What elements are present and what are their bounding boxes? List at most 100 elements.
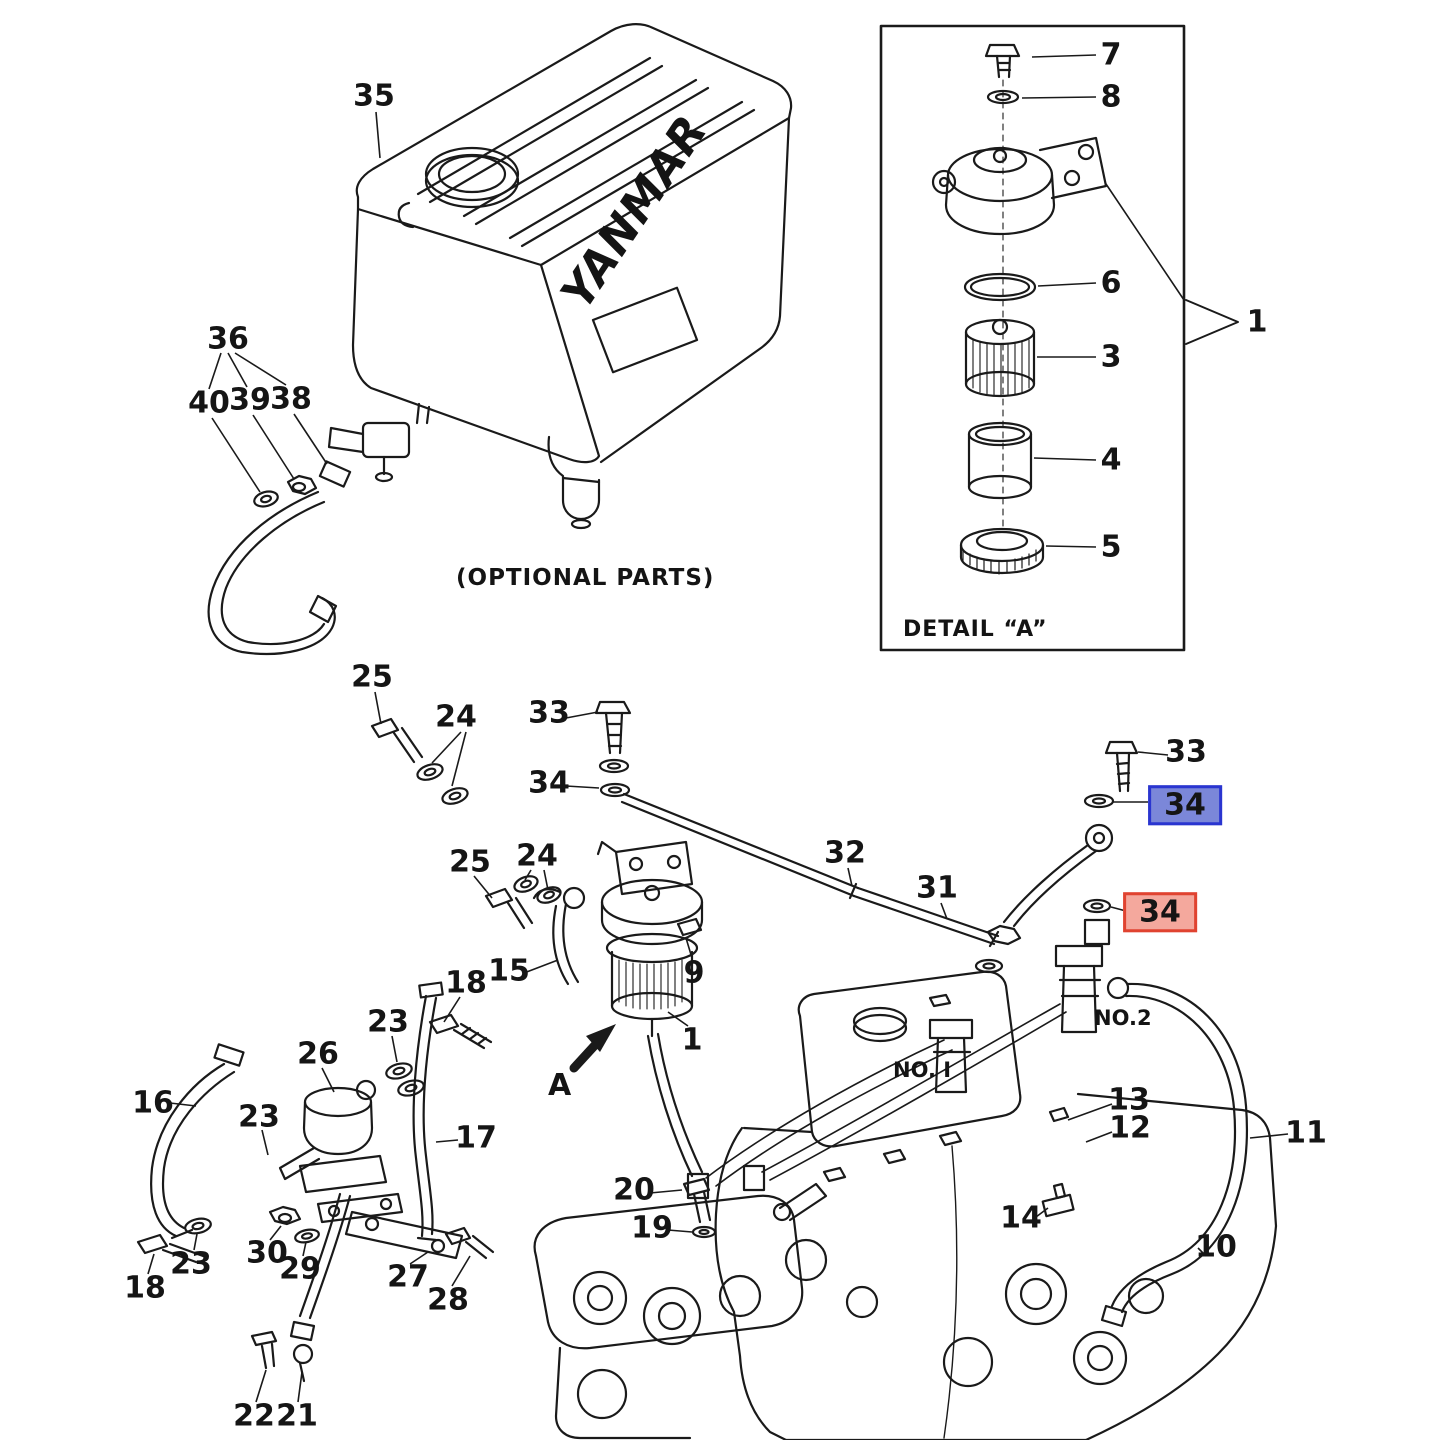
leader-line	[169, 1102, 197, 1107]
part-number-label: 35	[353, 78, 395, 114]
part-number-label: 8	[1100, 79, 1122, 115]
leader-line	[685, 937, 693, 959]
detail-a-box-drawing	[879, 24, 1239, 652]
highlighted-part-number-blue: 34	[1148, 785, 1222, 825]
part-number-label: 10	[1195, 1229, 1237, 1265]
leader-line	[524, 869, 532, 881]
leader-line	[375, 111, 381, 159]
leader-line	[667, 1229, 693, 1233]
leader-line	[523, 959, 559, 974]
part-number-label: 12	[1109, 1110, 1151, 1146]
leader-line	[208, 352, 222, 390]
part-number-label: 40	[188, 385, 230, 421]
part-number-label: 34	[528, 765, 570, 801]
leader-line	[1033, 457, 1097, 461]
part-number-label: 30	[246, 1235, 288, 1271]
leader-line	[193, 1233, 198, 1251]
leader-line	[1137, 751, 1169, 756]
leader-line	[293, 413, 328, 465]
leader-line	[431, 731, 462, 764]
part-number-label: 38	[270, 381, 312, 417]
leader-line	[261, 1129, 269, 1156]
leader-line	[297, 1371, 303, 1403]
part-number-label: 23	[238, 1099, 280, 1135]
leader-line	[847, 867, 853, 887]
leader-line	[321, 1067, 335, 1093]
leader-line	[1021, 96, 1097, 99]
leader-line	[302, 1241, 307, 1257]
part-number-label: 23	[170, 1246, 212, 1282]
part-number-label: 18	[445, 965, 487, 1001]
part-number-label: 28	[427, 1282, 469, 1318]
leader-line	[667, 1011, 689, 1027]
injector-no1-label: NO. I	[893, 1058, 952, 1082]
leader-line	[543, 869, 549, 891]
leader-line	[443, 996, 461, 1023]
leader-line	[1067, 1103, 1113, 1121]
leader-line	[473, 875, 493, 899]
leader-line	[940, 902, 948, 920]
leader-line	[374, 691, 382, 725]
leader-line	[1035, 1207, 1049, 1218]
leader-line	[211, 417, 261, 493]
tank-hose-drawing	[207, 460, 352, 655]
part-number-label: 5	[1100, 529, 1122, 565]
leader-line	[227, 352, 248, 388]
part-number-label: 19	[631, 1210, 673, 1246]
part-number-label: 9	[683, 955, 705, 991]
leader-line	[391, 1035, 398, 1063]
leader-line	[1037, 282, 1097, 287]
leader-line	[234, 352, 287, 386]
leader-line	[565, 711, 599, 719]
part-number-label: 21	[276, 1398, 318, 1434]
injector-no2-label: NO.2	[1094, 1006, 1152, 1030]
part-number-label: 20	[613, 1172, 655, 1208]
leader-line	[147, 1253, 155, 1275]
part-number-label: 14	[1000, 1200, 1042, 1236]
part-number-label: 22	[233, 1398, 275, 1434]
part-number-label: 6	[1100, 265, 1122, 301]
part-number-label: 18	[124, 1270, 166, 1306]
leader-line	[1249, 1133, 1289, 1139]
leader-line	[565, 785, 600, 789]
leader-line	[451, 1255, 471, 1287]
part-number-label: 1	[1246, 304, 1268, 340]
part-number-label: 27	[387, 1259, 429, 1295]
detail-a-title: DETAIL “A”	[903, 617, 1048, 642]
leader-line	[1085, 1131, 1113, 1143]
part-number-label: 39	[229, 382, 271, 418]
leader-line	[1197, 1247, 1207, 1257]
part-number-label: 13	[1108, 1082, 1150, 1118]
part-number-label: 29	[279, 1251, 321, 1287]
highlighted-part-number-red: 34	[1123, 892, 1197, 932]
main-assembly-drawing	[136, 700, 1278, 1440]
leader-line	[649, 1189, 683, 1194]
part-number-label: 16	[132, 1085, 174, 1121]
part-number-label: 11	[1285, 1115, 1327, 1151]
leader-line	[409, 1251, 429, 1265]
part-number-label: 23	[367, 1004, 409, 1040]
part-number-label: 24	[516, 838, 558, 874]
part-number-label: 36	[207, 321, 249, 357]
leader-line	[269, 1225, 282, 1241]
part-number-label: 33	[528, 695, 570, 731]
leader-line	[451, 731, 467, 787]
optional-parts-caption: (OPTIONAL PARTS)	[456, 565, 715, 591]
part-number-label: 17	[455, 1120, 497, 1156]
part-number-label: 33	[1165, 734, 1207, 770]
part-number-label: 1	[681, 1022, 703, 1058]
part-number-label: 4	[1100, 442, 1122, 478]
part-number-label: 32	[824, 835, 866, 871]
leader-line	[1031, 54, 1097, 58]
part-number-label: 31	[916, 870, 958, 906]
part-number-label: 26	[297, 1036, 339, 1072]
part-number-label: 25	[351, 659, 393, 695]
part-number-label: 25	[449, 844, 491, 880]
view-arrow-label: A	[548, 1068, 572, 1103]
part-number-label: 7	[1100, 37, 1122, 73]
leader-line	[255, 1369, 267, 1403]
